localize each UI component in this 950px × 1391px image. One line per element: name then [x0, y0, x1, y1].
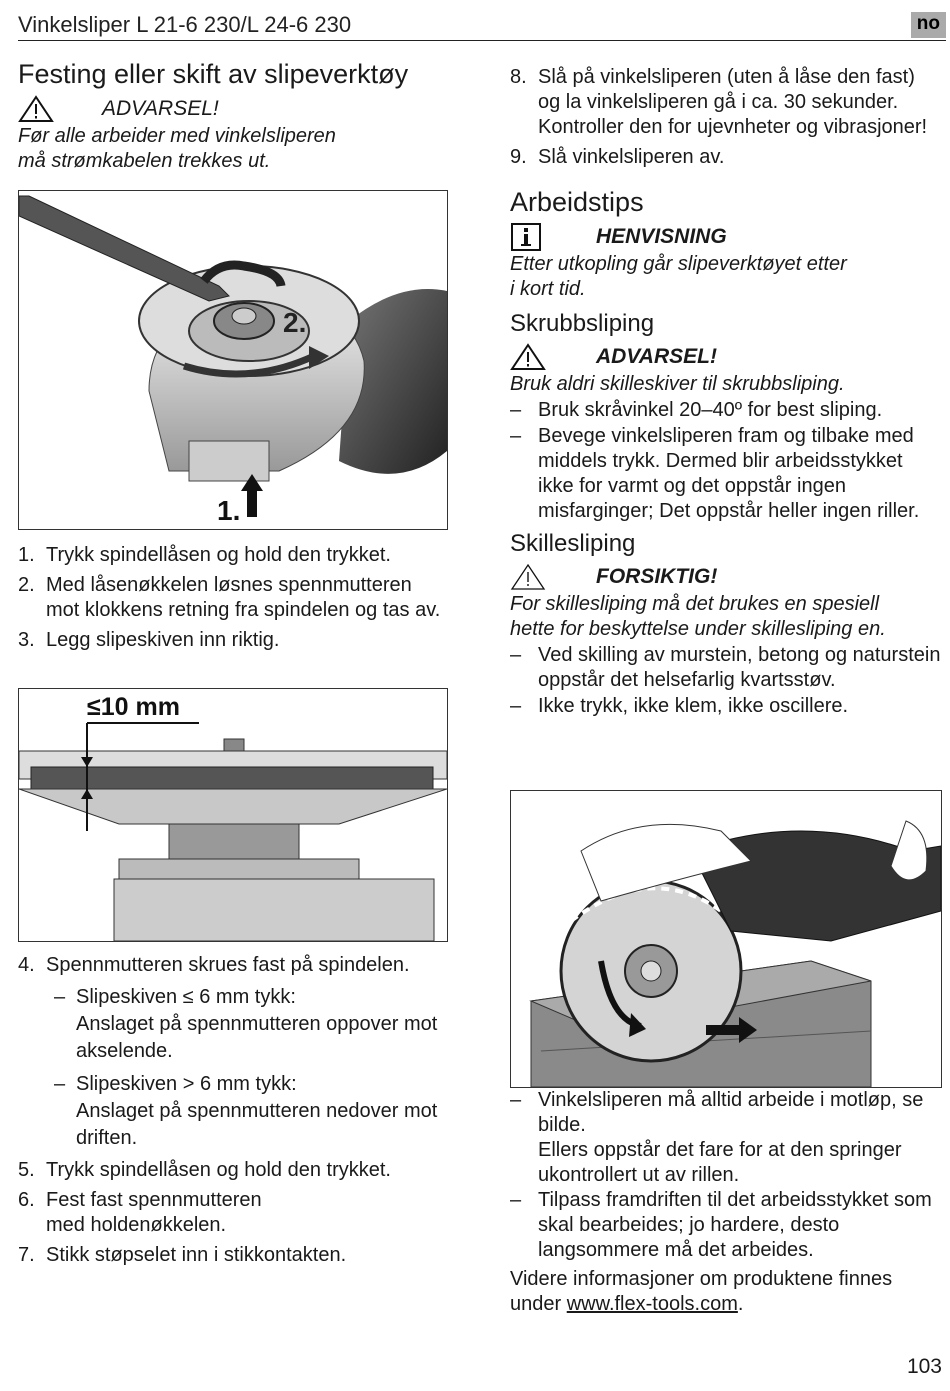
- caution-notice: FORSIKTIG!: [510, 562, 942, 592]
- step-1-marker: 1.: [217, 495, 241, 526]
- step-item: 6. Fest fast spennmutteren med holdenøkk…: [18, 1189, 262, 1236]
- dash-item: –Ikke trykk, ikke klem, ikke oscillere.: [510, 695, 849, 717]
- step-item: 8. Slå på vinkelsliperen (uten å låse de…: [510, 66, 928, 138]
- dash-item: – Vinkelsliperen må alltid arbeide i mot…: [510, 1089, 924, 1186]
- warning-triangle-icon: [18, 95, 54, 122]
- note-text-line1: Etter utkopling går slipeverktøyet etter: [510, 253, 847, 275]
- steps-list-b: 4. Spennmutteren skrues fast på spindele…: [18, 950, 448, 1273]
- figure-spanner-removal: 2. 1.: [18, 190, 448, 530]
- warning-text-line2: må strømkabelen trekkes ut.: [18, 150, 271, 172]
- dash-item: – Tilpass framdriften til det arbeidssty…: [510, 1189, 932, 1261]
- sub-item: – Slipeskiven > 6 mm tykk:Anslaget på sp…: [54, 1073, 438, 1149]
- steps-list-a: 1. Trykk spindellåsen og hold den trykke…: [18, 540, 448, 658]
- info-notice: HENVISNING: [510, 222, 942, 252]
- dash-item: –Bevege vinkelsliperen fram og tilbake m…: [510, 425, 920, 522]
- cutting-illustration: [529, 820, 941, 1087]
- section-heading-rough: Skrubbsliping: [510, 310, 655, 337]
- page-number: 103: [906, 1355, 942, 1378]
- rough-warning-label: ADVARSEL!: [596, 345, 717, 368]
- step-item: 2. Med låsenøkkelen løsnes spennmutteren…: [18, 574, 441, 621]
- step-item: 4. Spennmutteren skrues fast på spindele…: [18, 954, 410, 976]
- caution-text-line1: For skillesliping må det brukes en spesi…: [510, 593, 880, 615]
- step-item: 9. Slå vinkelsliperen av.: [510, 146, 725, 168]
- note-text-line2: i kort tid.: [510, 278, 586, 300]
- left-column: Festing eller skift av slipeverktøy ADVA…: [18, 56, 448, 174]
- dash-item: –Ved skilling av murstein, betong og nat…: [510, 644, 941, 691]
- step-item: 3. Legg slipeskiven inn riktig.: [18, 629, 280, 651]
- header-title: Vinkelsliper L 21-6 230/L 24-6 230: [18, 12, 352, 37]
- caution-triangle-icon: [510, 563, 546, 590]
- rough-warning-notice: ADVARSEL!: [510, 342, 942, 372]
- step-item: 5. Trykk spindellåsen og hold den trykke…: [18, 1159, 391, 1181]
- figure-cutting: [510, 790, 942, 1088]
- section-heading-cutting: Skillesliping: [510, 530, 636, 557]
- section-heading-mounting: Festing eller skift av slipeverktøy: [18, 59, 409, 89]
- note-label: HENVISNING: [596, 225, 727, 248]
- warning-notice: ADVARSEL!: [18, 94, 448, 124]
- grinder-spanner-illustration: [19, 195, 447, 517]
- section-heading-tips: Arbeidstips: [510, 187, 644, 217]
- sub-item: – Slipeskiven ≤ 6 mm tykk:Anslaget på sp…: [54, 986, 438, 1062]
- step-item: 7. Stikk støpselet inn i stikkontakten.: [18, 1244, 347, 1266]
- step-item: 1. Trykk spindellåsen og hold den trykke…: [18, 544, 391, 566]
- website-link[interactable]: www.flex-tools.com: [566, 1293, 738, 1315]
- dash-item: –Bruk skråvinkel 20–40º for best sliping…: [510, 399, 883, 421]
- rough-warning-text: Bruk aldri skilleskiver til skrubbslipin…: [510, 373, 845, 395]
- language-badge: no: [910, 12, 946, 38]
- thickness-label: ≤10 mm: [87, 693, 180, 721]
- warning-text-line1: Før alle arbeider med vinkelsliperen: [18, 125, 336, 147]
- right-column: 8. Slå på vinkelsliperen (uten å låse de…: [510, 62, 942, 720]
- info-paragraph: Videre informasjoner om produktene finne…: [510, 1268, 893, 1315]
- figure-disc-thickness: ≤10 mm: [18, 688, 448, 942]
- caution-label: FORSIKTIG!: [596, 565, 718, 588]
- right-bottom-text: – Vinkelsliperen må alltid arbeide i mot…: [510, 1088, 942, 1317]
- page-header: Vinkelsliper L 21-6 230/L 24-6 230 no: [18, 8, 946, 41]
- warning-label: ADVARSEL!: [102, 97, 219, 120]
- caution-text-line2: hette for beskyttelse under skilleslipin…: [510, 618, 886, 640]
- step-2-marker: 2.: [283, 307, 307, 338]
- info-icon: [511, 223, 541, 251]
- warning-triangle-icon: [510, 343, 546, 370]
- disc-thickness-illustration: [19, 722, 447, 941]
